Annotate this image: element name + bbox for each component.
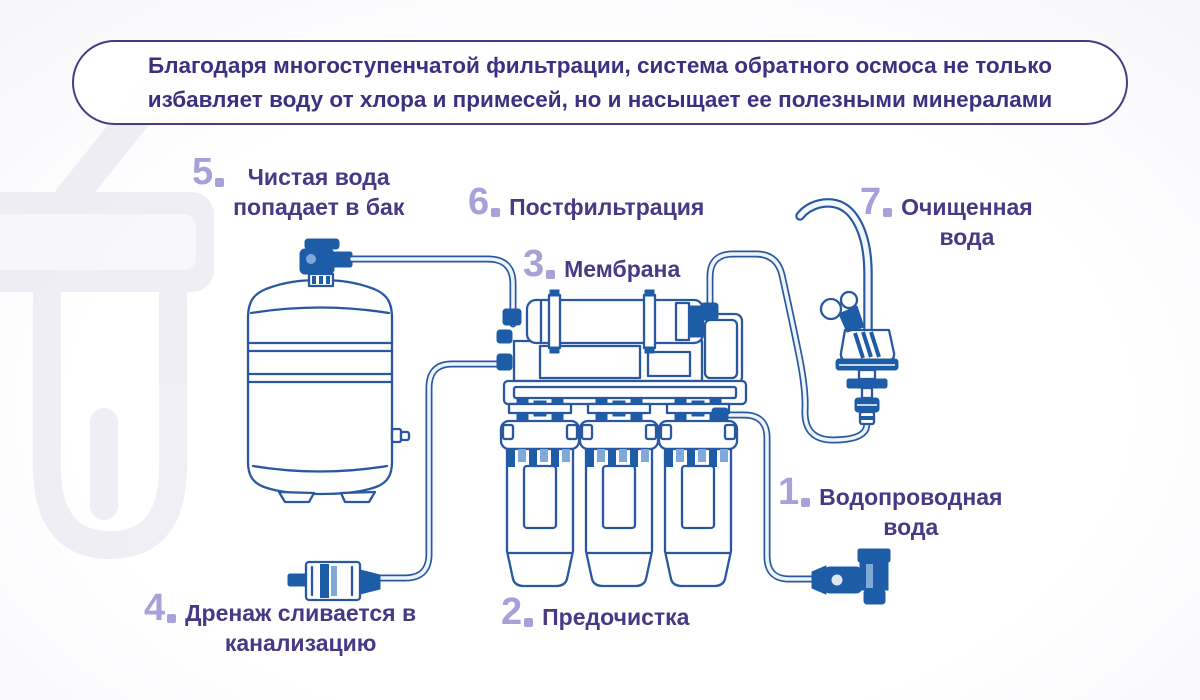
label-4-drain-to-sewer: 4 Дренаж сливается в канализацию <box>144 587 417 659</box>
header-banner: Благодаря многоступенчатой фильтрации, с… <box>72 40 1128 125</box>
inlet-valve <box>811 548 891 605</box>
watermark-filter-icon <box>0 72 214 560</box>
filter-cartridge-1 <box>499 419 581 588</box>
label-text: Водопроводная вода <box>819 484 1003 541</box>
label-number: 7 <box>860 181 881 223</box>
label-3-membrane: 3 Мембрана <box>523 243 681 285</box>
label-number: 5 <box>192 151 213 193</box>
label-dot <box>167 614 177 624</box>
banner-line-1: Благодаря многоступенчатой фильтрации, с… <box>148 52 1052 78</box>
label-text: Мембрана <box>564 256 681 282</box>
label-number: 1 <box>778 471 799 513</box>
label-text: Дренаж сливается в канализацию <box>185 600 417 657</box>
label-text: Постфильтрация <box>509 194 705 220</box>
label-text: Чистая вода попадает в бак <box>233 164 405 221</box>
label-text: Предочистка <box>542 604 690 630</box>
label-6-postfiltration: 6 Постфильтрация <box>468 181 705 223</box>
label-number: 3 <box>523 243 544 285</box>
label-1-tap-water: 1 Водопроводная вода <box>778 471 1003 543</box>
banner-line-2: избавляет воду от хлора и примесей, но и… <box>147 86 1053 112</box>
tubing <box>348 198 873 583</box>
label-number: 2 <box>501 591 522 633</box>
cartridge-heads <box>507 398 731 423</box>
ro-unit <box>496 289 748 423</box>
label-dot <box>801 498 811 508</box>
label-number: 4 <box>144 587 165 629</box>
filter-cartridge-2 <box>578 419 660 588</box>
faucet <box>819 290 899 426</box>
label-5-clean-water-to-tank: 5 Чистая вода попадает в бак <box>192 151 405 223</box>
filter-cartridge-3 <box>657 419 739 588</box>
drain-fitting <box>287 560 381 602</box>
label-dot <box>883 208 893 218</box>
label-2-prefiltration: 2 Предочистка <box>501 591 690 633</box>
label-dot <box>491 208 501 218</box>
tank-valve <box>299 238 353 288</box>
storage-tank <box>246 278 411 504</box>
label-7-purified-water: 7 Очищенная вода <box>860 181 1033 253</box>
label-text: Очищенная вода <box>901 194 1033 251</box>
label-dot <box>546 270 556 280</box>
label-number: 6 <box>468 181 489 223</box>
label-dot <box>524 618 534 628</box>
label-dot <box>215 178 225 188</box>
membrane-housing <box>525 289 705 354</box>
